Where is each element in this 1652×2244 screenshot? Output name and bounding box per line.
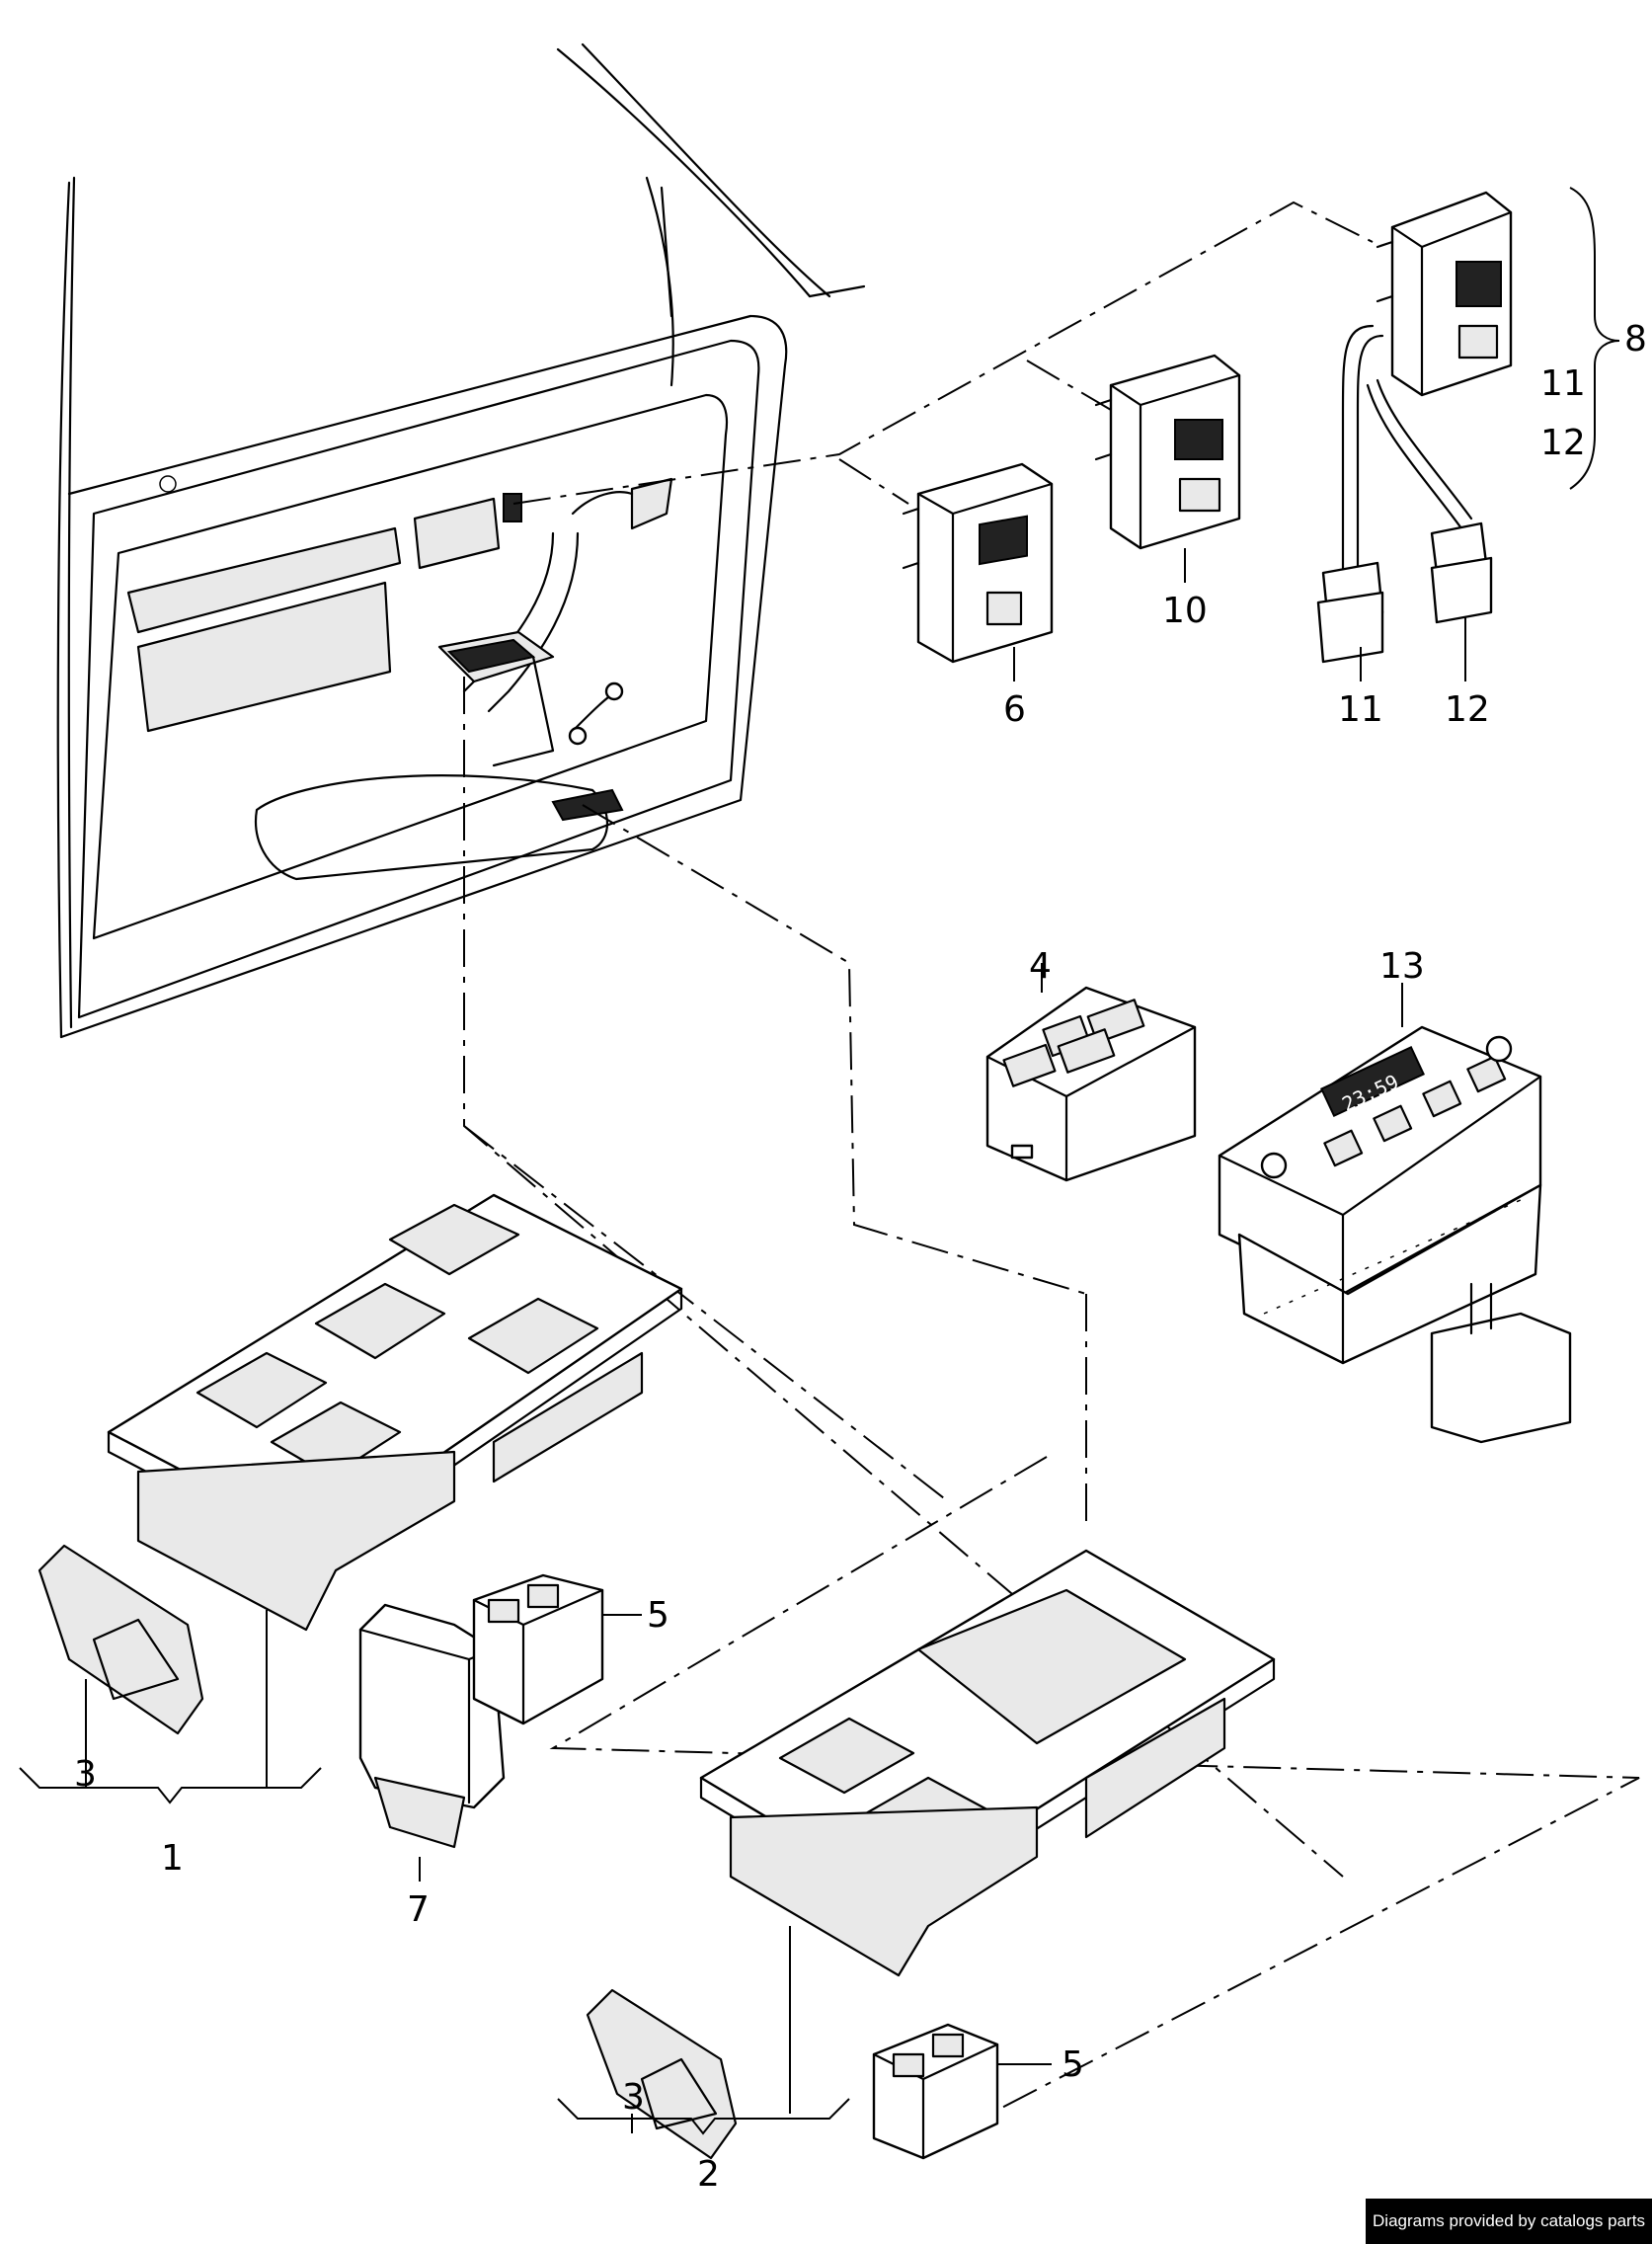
part-4-switch: [985, 986, 1197, 1182]
callout-4: 4: [1029, 946, 1052, 987]
part-1-switch-console: [107, 1193, 683, 1632]
callout-5-upper: 5: [647, 1595, 669, 1636]
callout-11-bracket: 11: [1540, 363, 1586, 404]
callout-3-lower: 3: [622, 2077, 645, 2118]
callout-6: 6: [1003, 689, 1026, 730]
footer-credit: Diagrams provided by catalogs parts: [1366, 2199, 1652, 2244]
callout-12-bracket: 12: [1540, 423, 1586, 463]
callout-13: 13: [1379, 946, 1425, 987]
part-3-trim-clip-b: [586, 1988, 738, 2160]
callout-12-connector: 12: [1445, 689, 1490, 730]
bracket-8: [1569, 187, 1620, 490]
part-10-switch: [1094, 354, 1241, 550]
callout-7: 7: [407, 1889, 430, 1930]
part-5-switch-a: [472, 1573, 604, 1725]
callout-10: 10: [1162, 591, 1208, 631]
part-3-trim-clip-a: [38, 1544, 204, 1735]
callout-8: 8: [1624, 319, 1647, 360]
callout-2: 2: [697, 2154, 720, 2195]
callout-leaders: [19, 548, 1466, 2135]
part-13-clock-module: 23:59: [1218, 1025, 1572, 1444]
callout-3-upper: 3: [74, 1754, 97, 1795]
part-5-switch-b: [872, 2023, 999, 2160]
part-7-switch: [358, 1603, 506, 1849]
callout-1: 1: [161, 1838, 184, 1879]
callout-numbers: 1 2 3 3 4 5 5 6 7 8 10 11 11 12 12 13: [74, 319, 1647, 2195]
callout-5-lower: 5: [1062, 2044, 1084, 2085]
part-6-switch: [902, 462, 1054, 664]
callout-11-connector: 11: [1338, 689, 1383, 730]
part-2-switch-console: [699, 1549, 1276, 1977]
door-panel: [56, 42, 866, 1039]
part-8-switch: [1316, 191, 1513, 664]
